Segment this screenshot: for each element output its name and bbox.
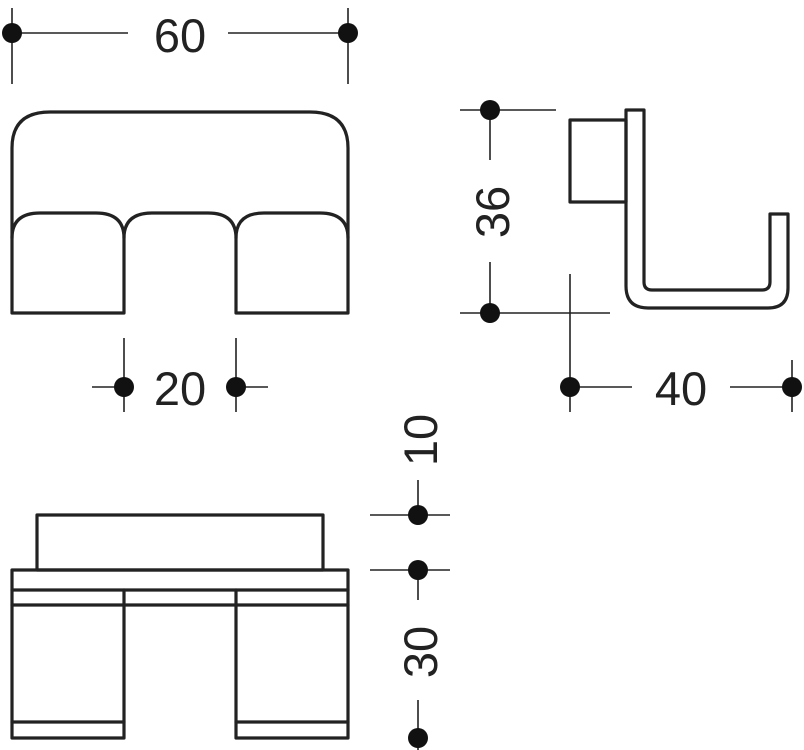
side-view-base-plate [568, 118, 628, 204]
dimension-top-thickness-label: 10 [394, 414, 447, 466]
dimension-width: 60 [2, 8, 358, 84]
top-view-body [10, 568, 350, 592]
dimension-top-thickness-dot [408, 505, 428, 525]
dimension-height-dot-bottom [480, 303, 500, 323]
side-view [568, 108, 790, 310]
front-view-hook-arches [10, 211, 350, 240]
dimension-height-label: 36 [466, 186, 519, 238]
dimension-hook-width: 20 [92, 338, 268, 415]
dimension-width-dot-left [2, 23, 22, 43]
dimension-hook-width-label: 20 [154, 362, 206, 415]
dimension-width-dot-right [338, 23, 358, 43]
front-view [10, 110, 350, 315]
dimension-depth-dot-right [782, 377, 802, 397]
top-view-base-plate [35, 513, 325, 572]
front-view-outline [10, 110, 350, 315]
dimension-bottom-depth: 30 [370, 560, 450, 750]
top-view-hooks-outline [10, 588, 350, 740]
dimension-bottom-depth-label: 30 [394, 626, 447, 678]
dimension-bottom-depth-dot-bottom [408, 728, 428, 748]
dimension-top-thickness: 10 [370, 414, 450, 525]
dimension-depth-dot-left [560, 377, 580, 397]
dimension-depth: 40 [560, 274, 802, 415]
dimension-hook-width-dot-right [226, 377, 246, 397]
side-view-hook-profile [624, 108, 790, 310]
dimension-bottom-depth-dot-top [408, 560, 428, 580]
dimension-width-label: 60 [154, 9, 206, 62]
dimension-hook-width-dot-left [114, 377, 134, 397]
dimension-height-dot-top [480, 100, 500, 120]
dimension-depth-label: 40 [655, 362, 707, 415]
top-view [10, 513, 350, 740]
dimension-height: 36 [460, 100, 610, 323]
